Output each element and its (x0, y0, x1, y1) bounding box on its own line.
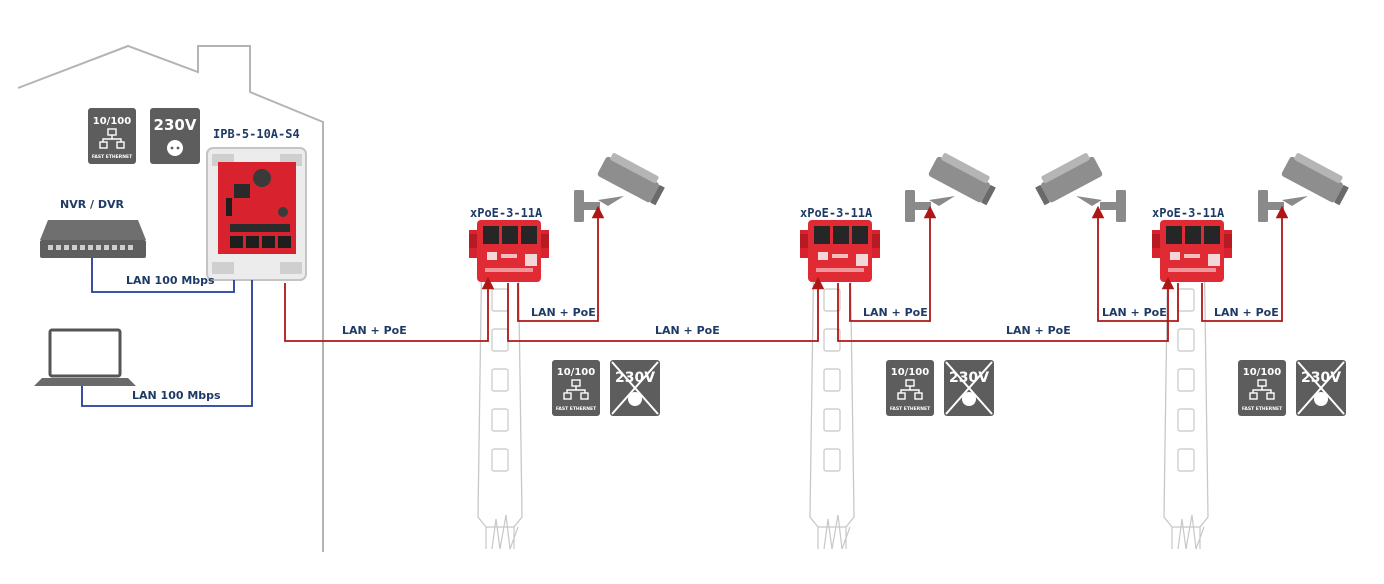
lan-link-nvr (91, 258, 235, 293)
poe-trunk-3-label: LAN + PoE (1006, 324, 1071, 337)
poe-trunk-2 (507, 276, 825, 342)
network-icon (99, 128, 125, 149)
svg-text:FAST ETHERNET: FAST ETHERNET (92, 154, 133, 160)
xpoe-1-label: xPoE-3-11A (470, 206, 543, 220)
camera-feed-3 (1091, 205, 1179, 322)
site-1-fast-ethernet-badge: 10/100 FAST ETHERNET (552, 360, 600, 416)
svg-text:FAST ETHERNET: FAST ETHERNET (890, 406, 931, 412)
lan-link-laptop (81, 280, 253, 407)
socket-icon (167, 140, 183, 156)
nvr-label: NVR / DVR (60, 198, 125, 211)
xpoe-3-label: xPoE-3-11A (1152, 206, 1225, 220)
ipb-device-label: IPB-5-10A-S4 (213, 127, 300, 141)
power-230v-badge: 230V (150, 108, 200, 164)
lan-link-nvr-label: LAN 100 Mbps (126, 274, 215, 287)
svg-text:10/100: 10/100 (557, 367, 595, 378)
poe-trunk-2-label: LAN + PoE (655, 324, 720, 337)
camera-icon-3 (1031, 150, 1126, 222)
xpoe-device-2 (800, 220, 880, 282)
xpoe-device-3 (1152, 220, 1232, 282)
poe-trunk-1 (284, 276, 495, 342)
svg-text:10/100: 10/100 (1243, 367, 1281, 378)
lan-link-laptop-label: LAN 100 Mbps (132, 389, 221, 402)
xpoe-2-label: xPoE-3-11A (800, 206, 873, 220)
svg-text:230V: 230V (949, 370, 989, 386)
camera-feed-2-label: LAN + PoE (863, 306, 928, 319)
camera-feed-4 (1201, 205, 1289, 322)
camera-feed-2 (849, 205, 937, 322)
fast-ethernet-badge: 10/100 FAST ETHERNET (88, 108, 136, 164)
ipb-switch-device (206, 147, 307, 281)
xpoe-device-1 (469, 220, 549, 282)
camera-feed-1-label: LAN + PoE (531, 306, 596, 319)
poe-trunk-1-label: LAN + PoE (342, 324, 407, 337)
site-3-no-power-badge: 230V (1296, 360, 1346, 416)
svg-text:FAST ETHERNET: FAST ETHERNET (556, 406, 597, 412)
camera-icon-4 (1258, 150, 1353, 222)
svg-text:230V: 230V (154, 116, 197, 134)
nvr-dvr-device (40, 220, 146, 258)
svg-text:230V: 230V (615, 370, 655, 386)
house-outline (17, 44, 324, 552)
camera-icon-1 (574, 150, 669, 222)
camera-feed-3-label: LAN + PoE (1102, 306, 1167, 319)
svg-text:10/100: 10/100 (93, 116, 131, 127)
camera-feed-4-label: LAN + PoE (1214, 306, 1279, 319)
camera-feed-1 (517, 205, 605, 322)
svg-text:FAST ETHERNET: FAST ETHERNET (1242, 406, 1283, 412)
site-1-no-power-badge: 230V (610, 360, 660, 416)
poe-trunk-3 (837, 276, 1175, 342)
site-2-fast-ethernet-badge: 10/100 FAST ETHERNET (886, 360, 934, 416)
laptop-icon (34, 328, 136, 386)
site-3-fast-ethernet-badge: 10/100 FAST ETHERNET (1238, 360, 1286, 416)
site-2-no-power-badge: 230V (944, 360, 994, 416)
svg-text:230V: 230V (1301, 370, 1341, 386)
camera-icon-2 (905, 150, 1000, 222)
svg-text:10/100: 10/100 (891, 367, 929, 378)
